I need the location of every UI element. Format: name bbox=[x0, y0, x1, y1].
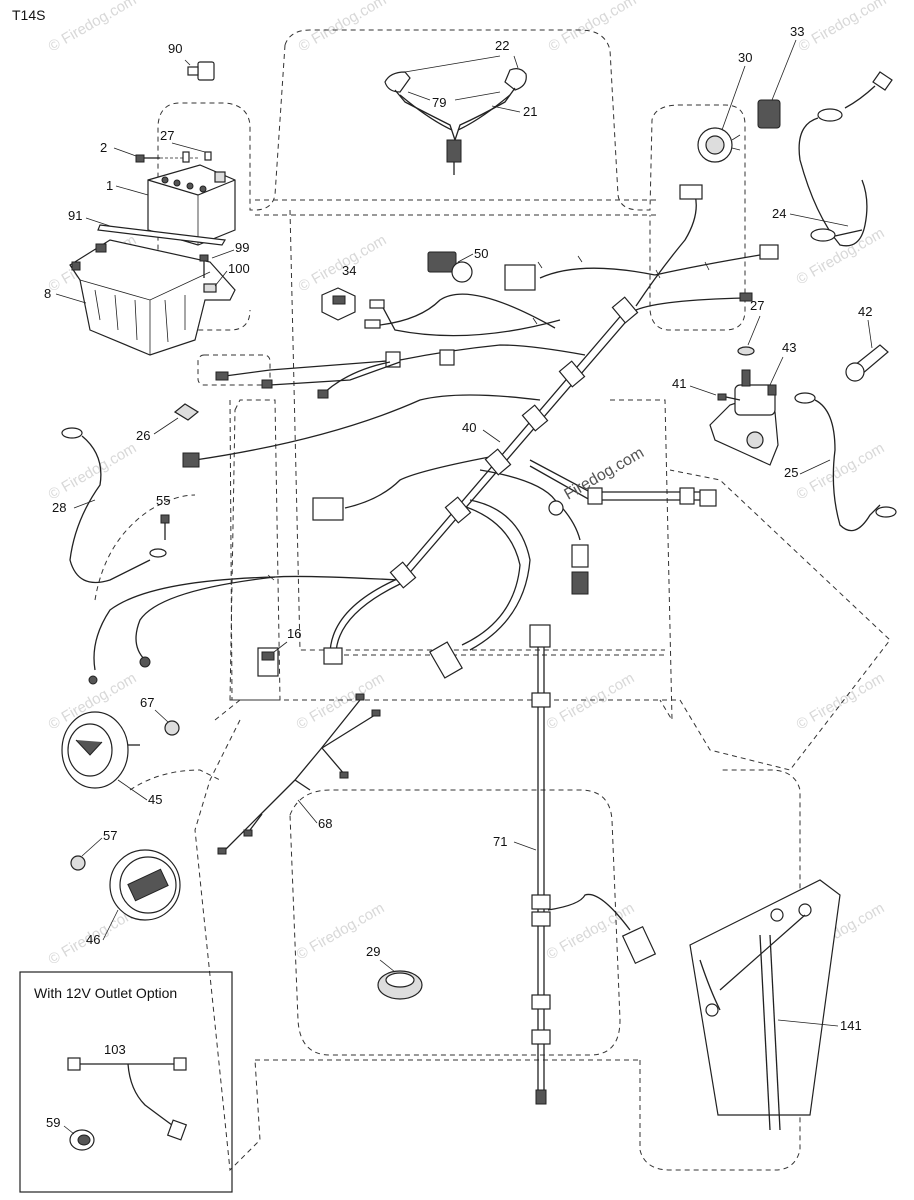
part-8-battery-tray bbox=[69, 239, 236, 356]
part-30-ignition-switch bbox=[697, 127, 741, 163]
part-harness-connector bbox=[504, 264, 536, 291]
part-67-nut bbox=[164, 720, 180, 736]
callout-8: 8 bbox=[44, 286, 51, 301]
callout-100: 100 bbox=[228, 261, 250, 276]
option-box-title: With 12V Outlet Option bbox=[34, 985, 177, 1001]
part-24-ground-cable bbox=[798, 71, 893, 247]
part-103-harness bbox=[67, 1057, 188, 1141]
callout-67: 67 bbox=[140, 695, 154, 710]
callout-103: 103 bbox=[104, 1042, 126, 1057]
part-91-strap bbox=[97, 224, 226, 246]
watermark: © Firedog.com bbox=[46, 0, 140, 55]
part-59-outlet bbox=[69, 1129, 95, 1151]
part-42-terminal-boot bbox=[845, 344, 889, 382]
watermark: © Firedog.com bbox=[794, 669, 888, 733]
callout-68: 68 bbox=[318, 816, 332, 831]
part-33-key bbox=[757, 99, 781, 129]
callout-29: 29 bbox=[366, 944, 380, 959]
part-45-hour-meter bbox=[61, 711, 140, 789]
part-41-bolt bbox=[717, 393, 741, 401]
part-46-gauge bbox=[109, 849, 181, 921]
watermark: © Firedog.com bbox=[546, 0, 640, 55]
watermark: © Firedog.com bbox=[296, 0, 390, 55]
callout-27: 27 bbox=[160, 128, 174, 143]
part-21-headlight-harness bbox=[384, 68, 527, 175]
part-68-harness bbox=[217, 693, 381, 855]
watermarks: © Firedog.com © Firedog.com © Firedog.co… bbox=[46, 0, 890, 968]
callout-46: 46 bbox=[86, 932, 100, 947]
watermark: © Firedog.com bbox=[544, 899, 638, 963]
callout-1: 1 bbox=[106, 178, 113, 193]
part-40-main-harness bbox=[88, 184, 779, 685]
callout-91: 91 bbox=[68, 208, 82, 223]
callout-28: 28 bbox=[52, 500, 66, 515]
callout-79: 79 bbox=[432, 95, 446, 110]
option-box-12v-outlet: With 12V Outlet Option 103 59 bbox=[19, 971, 233, 1193]
part-71-harness bbox=[529, 624, 657, 1105]
callout-21: 21 bbox=[523, 104, 537, 119]
part-90-connector bbox=[184, 59, 215, 81]
watermark: © Firedog.com bbox=[46, 439, 140, 503]
watermark: © Firedog.com bbox=[794, 439, 888, 503]
part-43-solenoid bbox=[709, 369, 779, 466]
callout-30: 30 bbox=[738, 50, 752, 65]
callout-141: 141 bbox=[840, 1018, 862, 1033]
callout-27: 27 bbox=[750, 298, 764, 313]
part-25-cable bbox=[794, 392, 897, 532]
part-34-switch bbox=[321, 287, 356, 321]
callout-59: 59 bbox=[46, 1115, 60, 1130]
part-27-washer bbox=[737, 346, 755, 356]
callout-99: 99 bbox=[235, 240, 249, 255]
callout-90: 90 bbox=[168, 41, 182, 56]
watermark: © Firedog.com bbox=[796, 0, 890, 55]
part-16-relay bbox=[257, 647, 279, 677]
callout-2: 2 bbox=[100, 140, 107, 155]
callout-57: 57 bbox=[103, 828, 117, 843]
part-2-bolt bbox=[135, 151, 212, 163]
callout-43: 43 bbox=[782, 340, 796, 355]
part-28-cable bbox=[61, 427, 167, 584]
callout-42: 42 bbox=[858, 304, 872, 319]
callout-22: 22 bbox=[495, 38, 509, 53]
part-141-bracket bbox=[689, 879, 841, 1131]
part-1-battery bbox=[147, 164, 236, 246]
callout-55: 55 bbox=[156, 493, 170, 508]
diagram-code: T14S bbox=[12, 7, 45, 23]
callout-26: 26 bbox=[136, 428, 150, 443]
part-100-nut bbox=[203, 283, 217, 293]
center-watermark: Firedog.com bbox=[562, 444, 648, 503]
callout-45: 45 bbox=[148, 792, 162, 807]
watermark: © Firedog.com bbox=[544, 669, 638, 733]
callout-41: 41 bbox=[672, 376, 686, 391]
callout-24: 24 bbox=[772, 206, 786, 221]
part-57-nut bbox=[70, 855, 86, 871]
callout-25: 25 bbox=[784, 465, 798, 480]
callout-71: 71 bbox=[493, 834, 507, 849]
callout-16: 16 bbox=[287, 626, 301, 641]
part-50-switch bbox=[427, 251, 473, 283]
watermark: © Firedog.com bbox=[794, 224, 888, 288]
part-29-grommet bbox=[377, 970, 423, 1000]
callout-40: 40 bbox=[462, 420, 476, 435]
part-26-fuse bbox=[173, 403, 200, 421]
callout-34: 34 bbox=[342, 263, 356, 278]
part-99-screw bbox=[199, 254, 209, 278]
callout-50: 50 bbox=[474, 246, 488, 261]
part-55-screw bbox=[160, 514, 170, 540]
tractor-outline bbox=[94, 29, 891, 1172]
callout-33: 33 bbox=[790, 24, 804, 39]
